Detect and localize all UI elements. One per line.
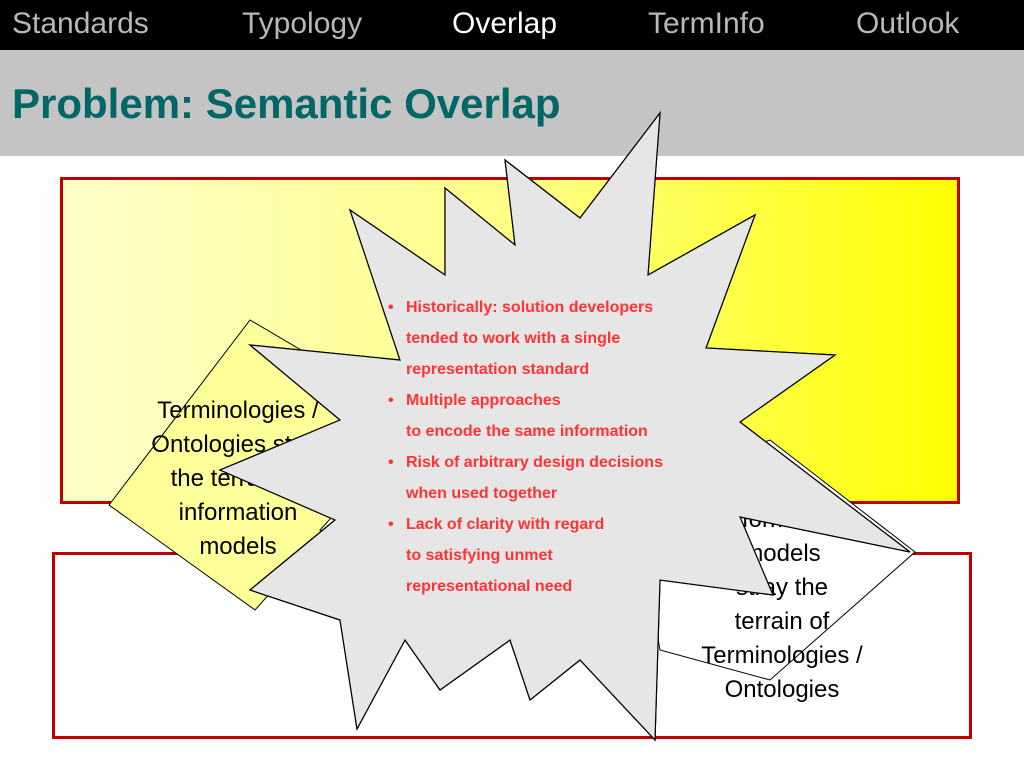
- nav-item-standards[interactable]: Standards: [12, 7, 149, 40]
- nav-item-outlook[interactable]: Outlook: [856, 7, 960, 40]
- burst-bullet-line: Risk of arbitrary design decisions: [406, 454, 663, 471]
- nav-item-terminfo[interactable]: TermInfo: [648, 7, 765, 40]
- left-callout-text: Terminologies / Ontologies stray the ter…: [108, 394, 368, 564]
- right-callout-line: terrain of: [734, 608, 830, 635]
- burst-bullet-item: • Lack of clarity with regard to satisfy…: [388, 509, 748, 602]
- left-callout-line: the terrain of: [170, 465, 306, 492]
- right-callout-line: Ontologies: [724, 676, 840, 703]
- burst-bullet-list: • Historically: solution developers tend…: [388, 292, 748, 602]
- bullet-glyph: •: [388, 392, 394, 409]
- burst-bullet-line: tended to work with a single: [406, 330, 621, 347]
- bullet-glyph: •: [388, 299, 394, 316]
- burst-bullet-line: to satisfying unmet: [406, 547, 553, 564]
- burst-bullet-line: representation standard: [406, 361, 590, 378]
- bullet-glyph: •: [388, 516, 394, 533]
- burst-bullet-line: Multiple approaches: [406, 392, 561, 409]
- left-callout-line: models: [199, 533, 277, 560]
- burst-bullet-line: Historically: solution developers: [406, 299, 654, 316]
- nav-item-typology[interactable]: Typology: [242, 7, 363, 40]
- burst-bullet-line: to encode the same information: [406, 423, 648, 440]
- right-callout-line: Terminologies /: [701, 642, 863, 669]
- top-navigation-bar: Standards Typology Overlap TermInfo Outl…: [0, 0, 1024, 50]
- left-callout-line: information: [178, 499, 298, 526]
- burst-bullet-item: • Historically: solution developers tend…: [388, 292, 748, 385]
- left-callout-line: Terminologies /: [157, 397, 319, 424]
- left-callout-line: Ontologies stray: [151, 431, 325, 458]
- burst-bullet-item: • Multiple approaches to encode the same…: [388, 385, 748, 447]
- bullet-glyph: •: [388, 454, 394, 471]
- burst-bullet-line: representational need: [406, 578, 573, 595]
- nav-item-overlap[interactable]: Overlap: [452, 7, 558, 40]
- burst-bullet-item: • Risk of arbitrary design decisions whe…: [388, 447, 748, 509]
- burst-bullet-line: Lack of clarity with regard: [406, 516, 605, 533]
- burst-bullet-line: when used together: [406, 485, 558, 502]
